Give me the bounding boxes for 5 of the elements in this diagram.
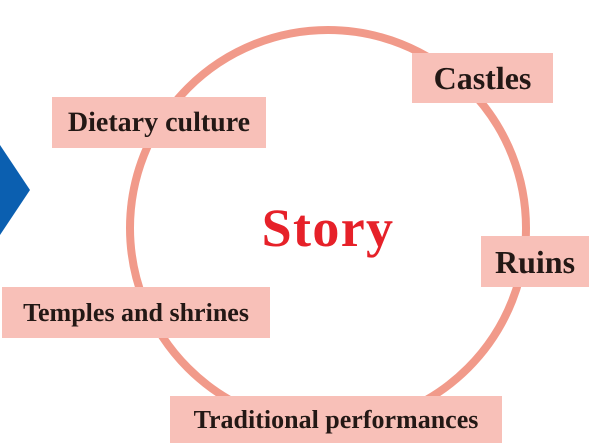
topic-box: Traditional performances: [170, 396, 502, 443]
topic-box: Ruins: [481, 236, 589, 287]
topic-box: Dietary culture: [52, 97, 266, 148]
topic-box: Castles: [412, 53, 553, 103]
topic-box: Temples and shrines: [2, 287, 270, 338]
